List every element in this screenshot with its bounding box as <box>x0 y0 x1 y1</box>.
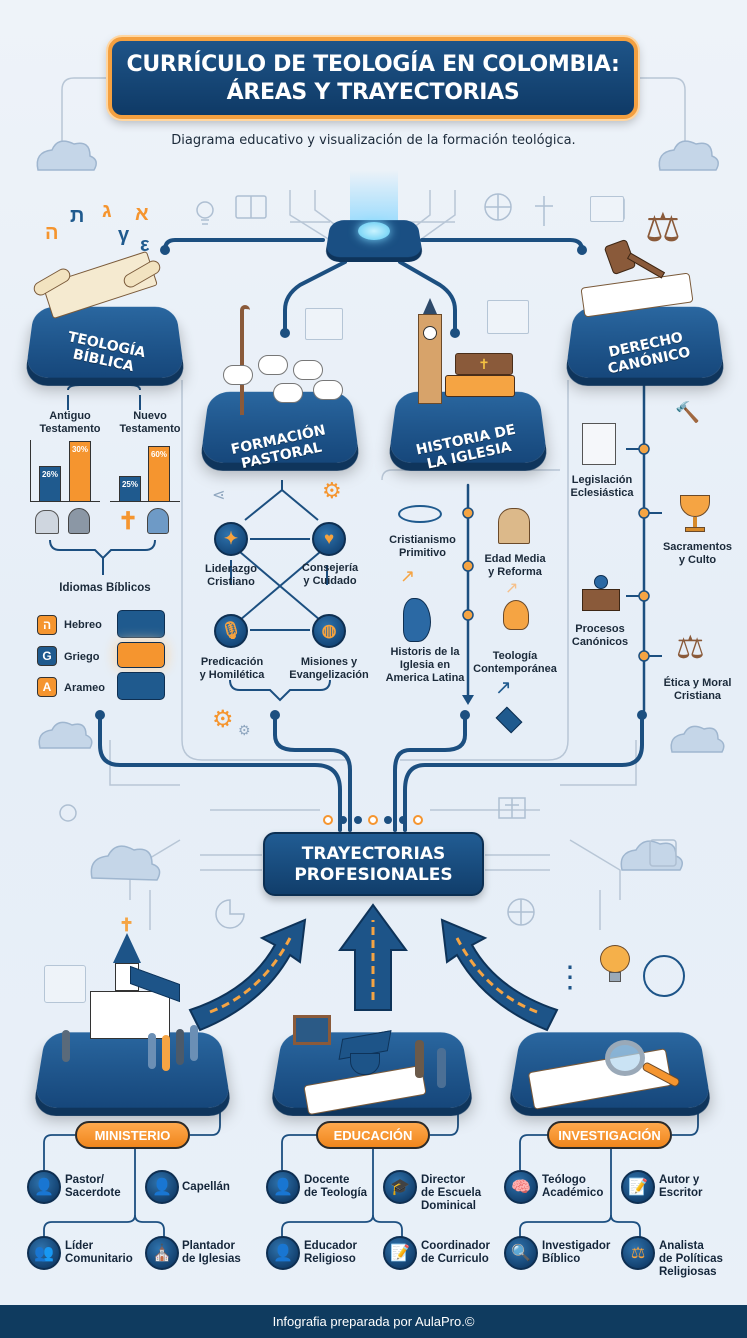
trend-arrow-icon: ↗ <box>495 677 512 699</box>
label-etica-moral-cristiana: Ética y Moral Cristiana <box>663 677 732 702</box>
label-procesos-canonicos: Procesos Canónicos <box>571 623 629 648</box>
category-investigacion: INVESTIGACIÓN <box>547 1121 672 1149</box>
label-idiomas-biblicos: Idiomas Bíblicos <box>59 582 151 594</box>
share-icon: ⋖ <box>212 487 226 504</box>
category-ministerio: MINISTERIO <box>75 1121 190 1149</box>
prophet-icon <box>68 508 90 534</box>
gear-icon: ⚙ <box>212 706 234 733</box>
aramaic-letter-icon: A <box>37 677 57 697</box>
hebrew-letter-icon: ה <box>37 615 57 635</box>
bar-antiguo-orange: 30% <box>69 441 91 502</box>
chart-axis-nuevo <box>110 440 180 502</box>
bar-nuevo-blue: 25% <box>119 476 141 502</box>
church-icon: ⛪ <box>145 1236 179 1270</box>
page-subtitle: Diagrama educativo y visualización de la… <box>171 133 576 148</box>
chat-card-icon <box>590 196 624 222</box>
label-historia-america-latina: Historis de la Iglesia en America Latina <box>385 646 465 684</box>
teacher-icon: 👤 <box>266 1170 300 1204</box>
label-predicacion-homiletica: Predicación y Homilética <box>199 656 265 681</box>
educator-icon: 👤 <box>266 1236 300 1270</box>
label-consejeria-cuidado: Consejería y Cuidado <box>301 562 359 587</box>
greek-letter-icon: G <box>37 646 57 666</box>
lightbulb-icon <box>600 945 630 983</box>
clock-tower-icon <box>415 298 445 408</box>
trajectory-arrows <box>188 903 559 1032</box>
scroll-icon <box>30 245 170 320</box>
trend-arrow-icon: ↗ <box>505 580 519 597</box>
magnifier-icon: 🔍 <box>504 1236 538 1270</box>
trend-arrow-icon: ↗ <box>400 566 416 586</box>
sheep-icon <box>218 355 348 410</box>
scales-icon: ⚖ <box>621 1236 655 1270</box>
chart-card-icon <box>305 308 343 340</box>
microphone-icon: 🎙 <box>214 614 248 648</box>
church-icon: ✝ <box>85 915 195 1039</box>
document-pen-icon: 📝 <box>621 1170 655 1204</box>
label-sacramentos-culto: Sacramentos y Culto <box>662 541 733 566</box>
scales-of-justice-icon: ⚖ <box>645 206 681 250</box>
document-edit-icon: 📝 <box>383 1236 417 1270</box>
page-title: CURRÍCULO DE TEOLOGÍA EN COLOMBIA: ÁREAS… <box>108 37 638 119</box>
chaplain-icon: 👤 <box>145 1170 179 1204</box>
certificate-icon <box>582 423 616 465</box>
trajectories-title: TRAYECTORIAS PROFESIONALES <box>263 832 484 896</box>
label-misiones-evangelizacion: Misiones y Evangelización <box>289 656 369 681</box>
chart-axis-antiguo <box>30 440 100 502</box>
group-icon: 👥 <box>27 1236 61 1270</box>
judge-desk-icon <box>582 575 620 613</box>
profile-card-icon <box>44 965 86 1003</box>
lightbulb-brain-icon <box>503 600 529 630</box>
footer-credit: Infografia preparada por AulaPro.© <box>0 1305 747 1338</box>
stone-tablets-icon <box>35 510 59 534</box>
bar-nuevo-orange: 60% <box>148 446 170 502</box>
globe-icon: ◍ <box>312 614 346 648</box>
category-educacion: EDUCACIÓN <box>316 1121 430 1149</box>
head-gear-icon: 🧠 <box>504 1170 538 1204</box>
network-graph-icon <box>643 955 685 997</box>
cathedral-icon <box>498 508 530 544</box>
books-icon: ✝ <box>445 353 520 403</box>
gavel-small-icon: 🔨 <box>675 402 700 424</box>
cross-icon: ✝ <box>118 508 139 535</box>
graduation-cap-icon: 🎓 <box>383 1170 417 1204</box>
shepherd-staff-icon <box>240 305 250 415</box>
chalkboard-icon <box>293 1015 331 1045</box>
label-edad-media-reforma: Edad Media y Reforma <box>484 553 546 578</box>
gear-small-icon: ⚙ <box>238 722 251 738</box>
label-antiguo-testamento: Antiguo Testamento <box>39 410 101 435</box>
chalice-icon <box>680 495 710 535</box>
students-icon <box>415 1040 455 1095</box>
bar-antiguo-blue: 26% <box>39 466 61 502</box>
title-line-1: CURRÍCULO DE TEOLOGÍA EN COLOMBIA: <box>126 52 620 77</box>
hebrew-greek-letters: ה ת ג א γ ε <box>45 200 150 256</box>
magnifying-glass-icon <box>605 1040 685 1090</box>
people-group-icon <box>148 1025 218 1075</box>
central-hub <box>324 170 424 260</box>
pastor-icon: 👤 <box>27 1170 61 1204</box>
network-nodes-icon: ⋮ <box>555 961 585 994</box>
label-nuevo-testamento: Nuevo Testamento <box>119 410 181 435</box>
compass-icon: ✦ <box>214 522 248 556</box>
fish-icon <box>398 505 442 523</box>
apostle-icon <box>147 508 169 534</box>
latin-america-map-icon <box>403 598 431 642</box>
label-cristianismo-primitivo: Cristianismo Primitivo <box>389 534 456 559</box>
label-legislacion-eclesiastica: Legislación Eclesiástica <box>570 474 634 499</box>
gear-icon: ⚙ <box>322 478 342 503</box>
heart-hands-icon: ♥ <box>312 522 346 556</box>
person-icon <box>62 1030 70 1062</box>
stacked-blocks-icon <box>115 610 167 702</box>
scales-icon: ⚖ <box>676 629 705 665</box>
graduation-cap-icon <box>335 1030 395 1075</box>
line-chart-card-icon <box>487 300 529 334</box>
title-line-2: ÁREAS Y TRAYECTORIAS <box>226 80 520 105</box>
label-liderazgo-cristiano: Liderazgo Cristiano <box>205 563 257 588</box>
label-teologia-contemporanea: Teología Contemporánea <box>473 650 557 675</box>
